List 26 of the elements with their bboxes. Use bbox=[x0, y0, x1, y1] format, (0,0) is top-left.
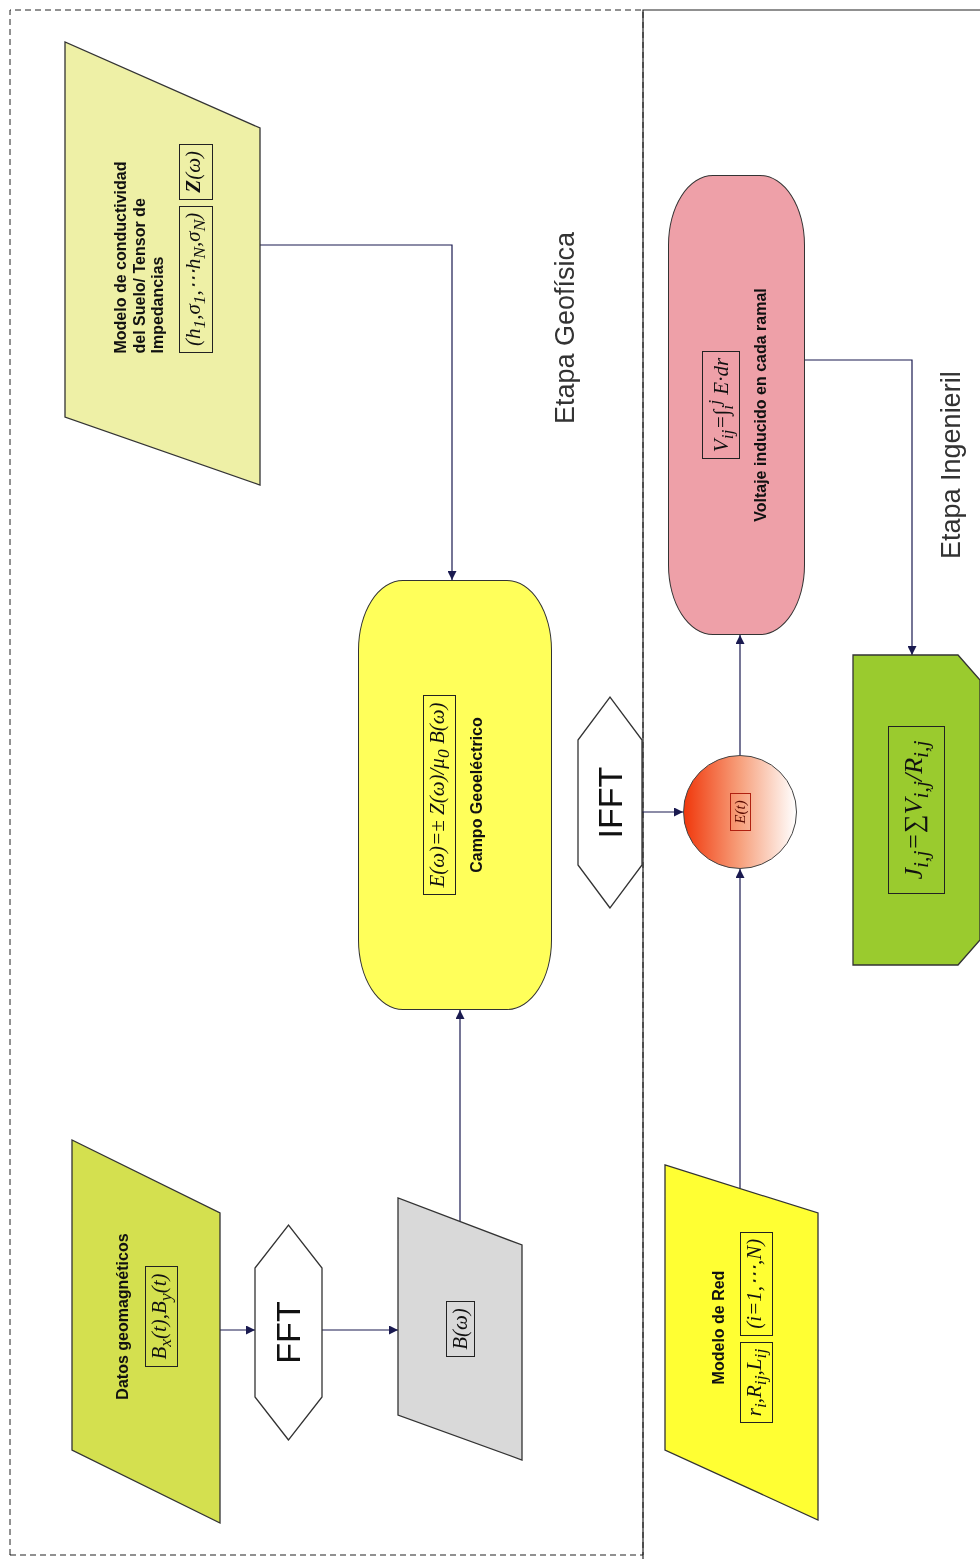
node-title: Modelo de conductividad del Suelo/ Tensor de Impedancias bbox=[112, 160, 168, 354]
step-label: IFFT bbox=[590, 766, 630, 839]
hexagon-box bbox=[255, 1225, 322, 1440]
parallelogram-box bbox=[72, 1140, 220, 1523]
node-title: Modelo de Red bbox=[709, 1270, 728, 1385]
chevron-box bbox=[853, 655, 980, 965]
node-title: Campo Geoeléctrico bbox=[468, 717, 487, 873]
stage-label: Etapa Geofísica bbox=[550, 231, 581, 424]
formula: E(t) bbox=[729, 793, 751, 831]
arrow bbox=[455, 1009, 465, 1223]
arrow bbox=[735, 634, 745, 756]
step-label: FFT bbox=[269, 1301, 308, 1364]
hexagon-box bbox=[578, 697, 642, 908]
formula: B(ω) bbox=[445, 1301, 475, 1357]
node-title: Voltaje inducido en cada ramal bbox=[752, 288, 771, 522]
parallelogram-box bbox=[65, 42, 260, 485]
arrow bbox=[804, 359, 917, 656]
formula: (i=1,⋯,N) bbox=[740, 1231, 774, 1336]
stage-label: Etapa Ingenieril bbox=[936, 371, 967, 559]
node-title: Datos geomagnéticos bbox=[114, 1233, 133, 1400]
rounded-box bbox=[668, 175, 805, 635]
formula: Z(ω) bbox=[179, 144, 213, 200]
arrow bbox=[735, 868, 745, 1190]
parallelogram-box bbox=[665, 1165, 818, 1520]
parallelogram-box bbox=[398, 1198, 522, 1460]
rounded-box bbox=[358, 580, 552, 1010]
